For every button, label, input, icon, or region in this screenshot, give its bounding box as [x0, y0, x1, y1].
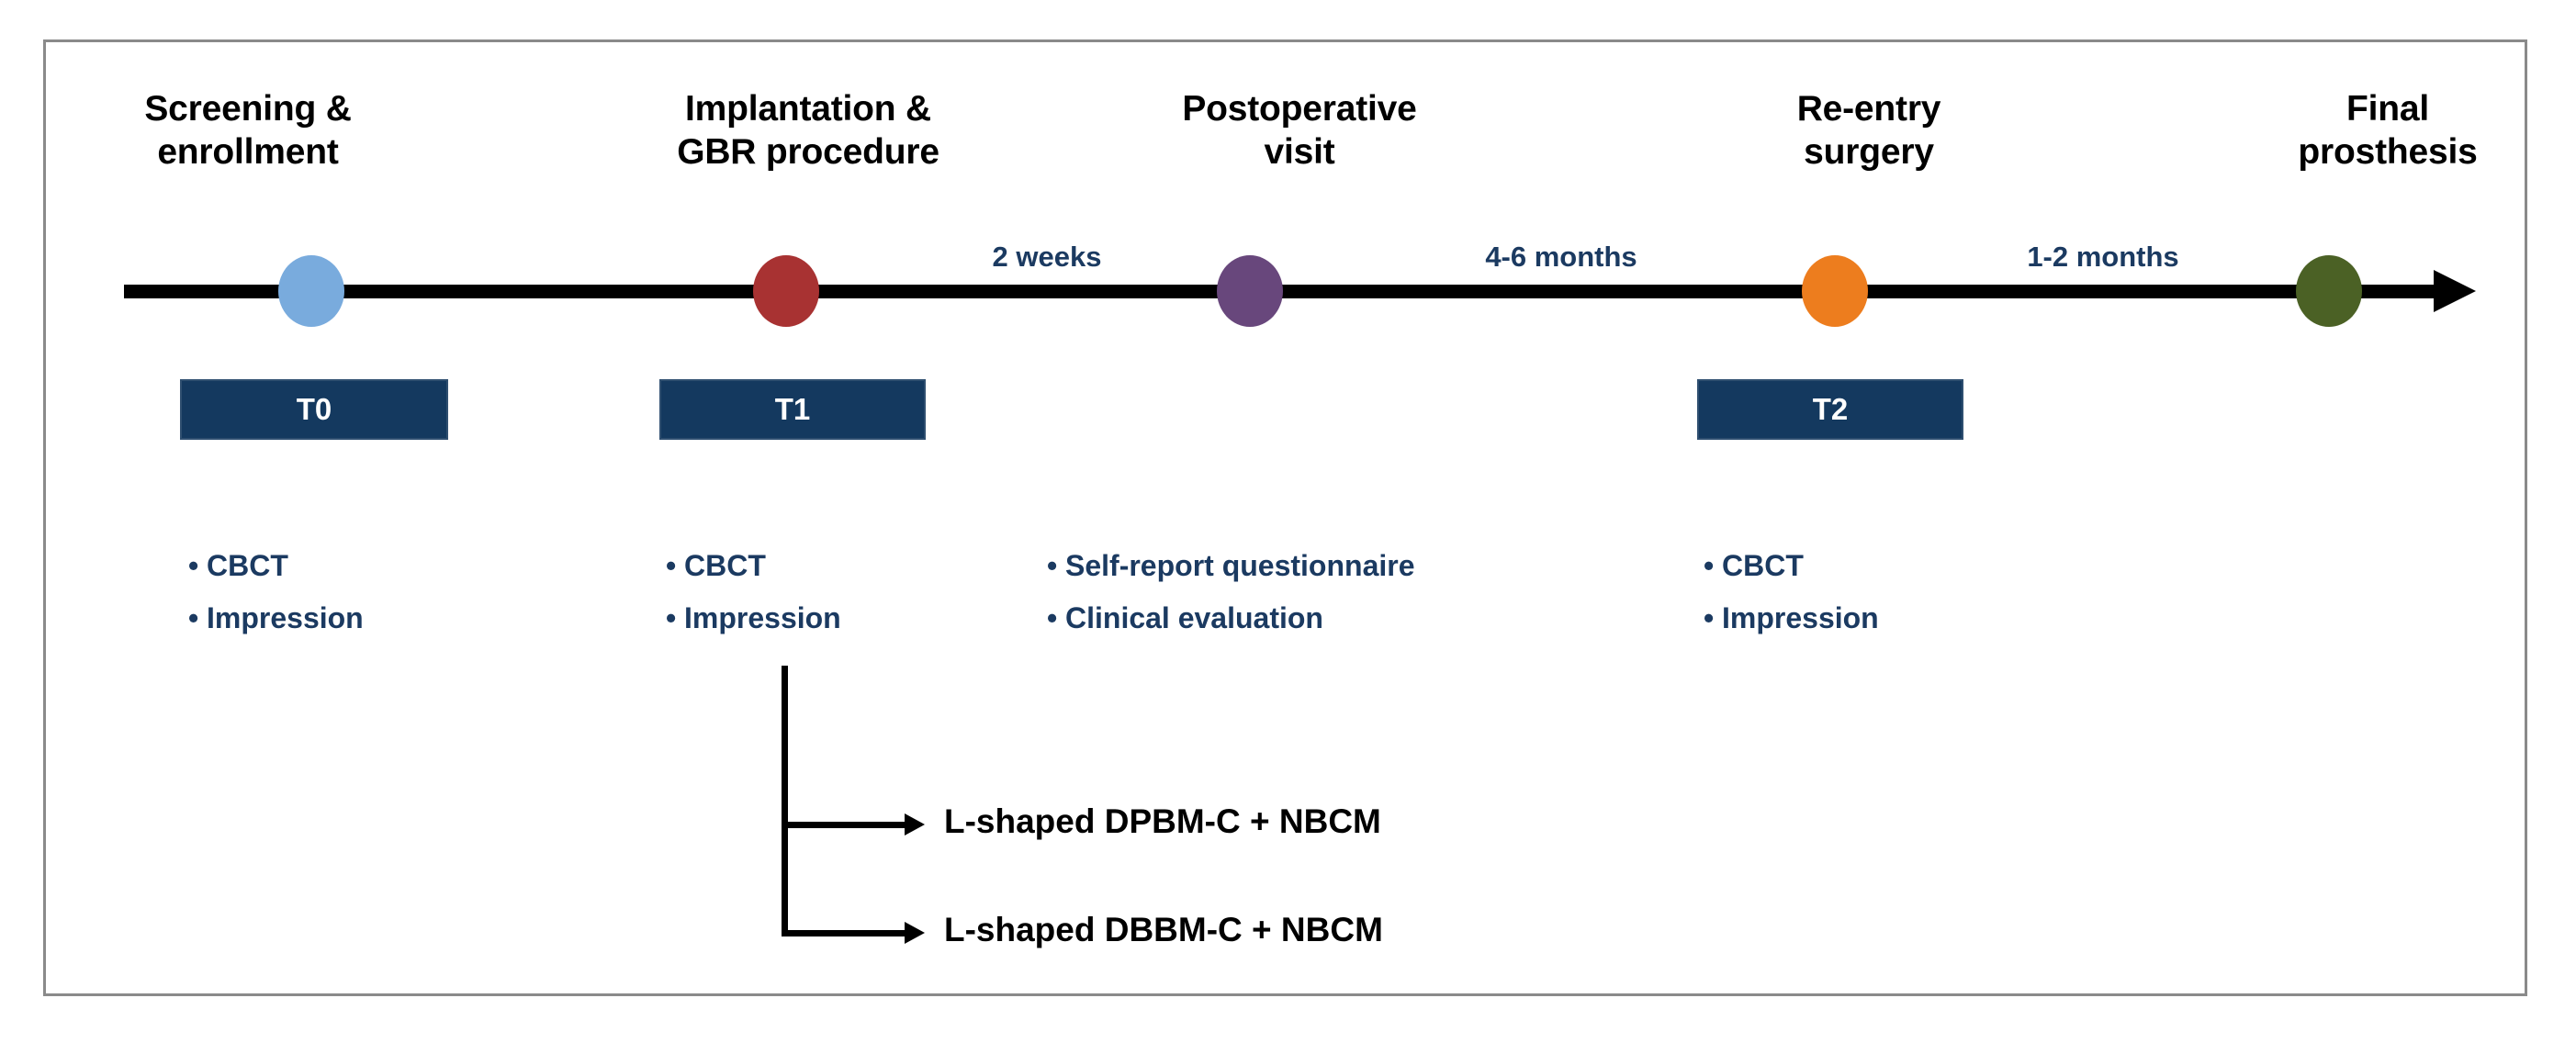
assessment-label: Self-report questionnaire	[1065, 549, 1415, 582]
timeline-node-reentry[interactable]	[1802, 255, 1868, 327]
assessment-list-screening: •CBCT •Impression	[188, 540, 364, 645]
list-item: •Impression	[666, 592, 841, 645]
stage-title-screening-enrollment: Screening & enrollment	[144, 89, 352, 172]
list-item: •Clinical evaluation	[1047, 592, 1415, 645]
assessment-list-reentry: •CBCT •Impression	[1704, 540, 1879, 645]
assessment-list-postoperative: •Self-report questionnaire •Clinical eva…	[1047, 540, 1415, 645]
bullet-icon: •	[666, 549, 677, 582]
branch-arrow-icon-1	[905, 813, 925, 836]
bullet-icon: •	[666, 601, 677, 634]
interval-label-1-2-months: 1-2 months	[2027, 241, 2179, 273]
list-item: •Self-report questionnaire	[1047, 540, 1415, 592]
interval-label-4-6-months: 4-6 months	[1485, 241, 1637, 273]
assessment-label: Impression	[684, 601, 841, 634]
stage-title-re-entry-surgery: Re-entry surgery	[1796, 89, 1941, 172]
bullet-icon: •	[1704, 601, 1715, 634]
assessment-label: Clinical evaluation	[1065, 601, 1323, 634]
branch-connector-1	[782, 822, 907, 828]
list-item: •Impression	[188, 592, 364, 645]
timepoint-box-t1[interactable]: T1	[659, 379, 926, 440]
branch-arrow-icon-2	[905, 922, 925, 944]
assessment-label: CBCT	[207, 549, 288, 582]
bullet-icon: •	[1704, 549, 1715, 582]
bullet-icon: •	[188, 601, 199, 634]
stage-title-postoperative-visit: Postoperative visit	[1182, 89, 1417, 172]
assessment-label: Impression	[207, 601, 364, 634]
figure-border	[43, 39, 2527, 996]
timeline-node-postoperative[interactable]	[1217, 255, 1283, 327]
assessment-label: Impression	[1722, 601, 1879, 634]
stage-title-implantation-gbr: Implantation & GBR procedure	[677, 89, 939, 172]
stage-title-final-prosthesis: Final prosthesis	[2298, 89, 2478, 172]
bullet-icon: •	[1047, 601, 1058, 634]
assessment-label: CBCT	[684, 549, 766, 582]
timepoint-box-t2[interactable]: T2	[1697, 379, 1963, 440]
timeline-node-screening[interactable]	[278, 255, 344, 327]
list-item: •CBCT	[188, 540, 364, 592]
timeline-node-final-prosthesis[interactable]	[2296, 255, 2362, 327]
timeline-node-implantation[interactable]	[753, 255, 819, 327]
list-item: •Impression	[1704, 592, 1879, 645]
bullet-icon: •	[1047, 549, 1058, 582]
timepoint-box-t0[interactable]: T0	[180, 379, 448, 440]
interval-label-2-weeks: 2 weeks	[992, 241, 1102, 273]
bullet-icon: •	[188, 549, 199, 582]
branch-connector-2	[782, 930, 907, 936]
list-item: •CBCT	[1704, 540, 1879, 592]
assessment-list-implantation: •CBCT •Impression	[666, 540, 841, 645]
treatment-arm-label-dbbm: L-shaped DBBM-C + NBCM	[944, 911, 1383, 948]
timeline-arrow-icon	[2434, 270, 2476, 312]
treatment-arm-bracket	[782, 666, 788, 936]
list-item: •CBCT	[666, 540, 841, 592]
treatment-arm-label-dpbm: L-shaped DPBM-C + NBCM	[944, 802, 1381, 840]
assessment-label: CBCT	[1722, 549, 1804, 582]
